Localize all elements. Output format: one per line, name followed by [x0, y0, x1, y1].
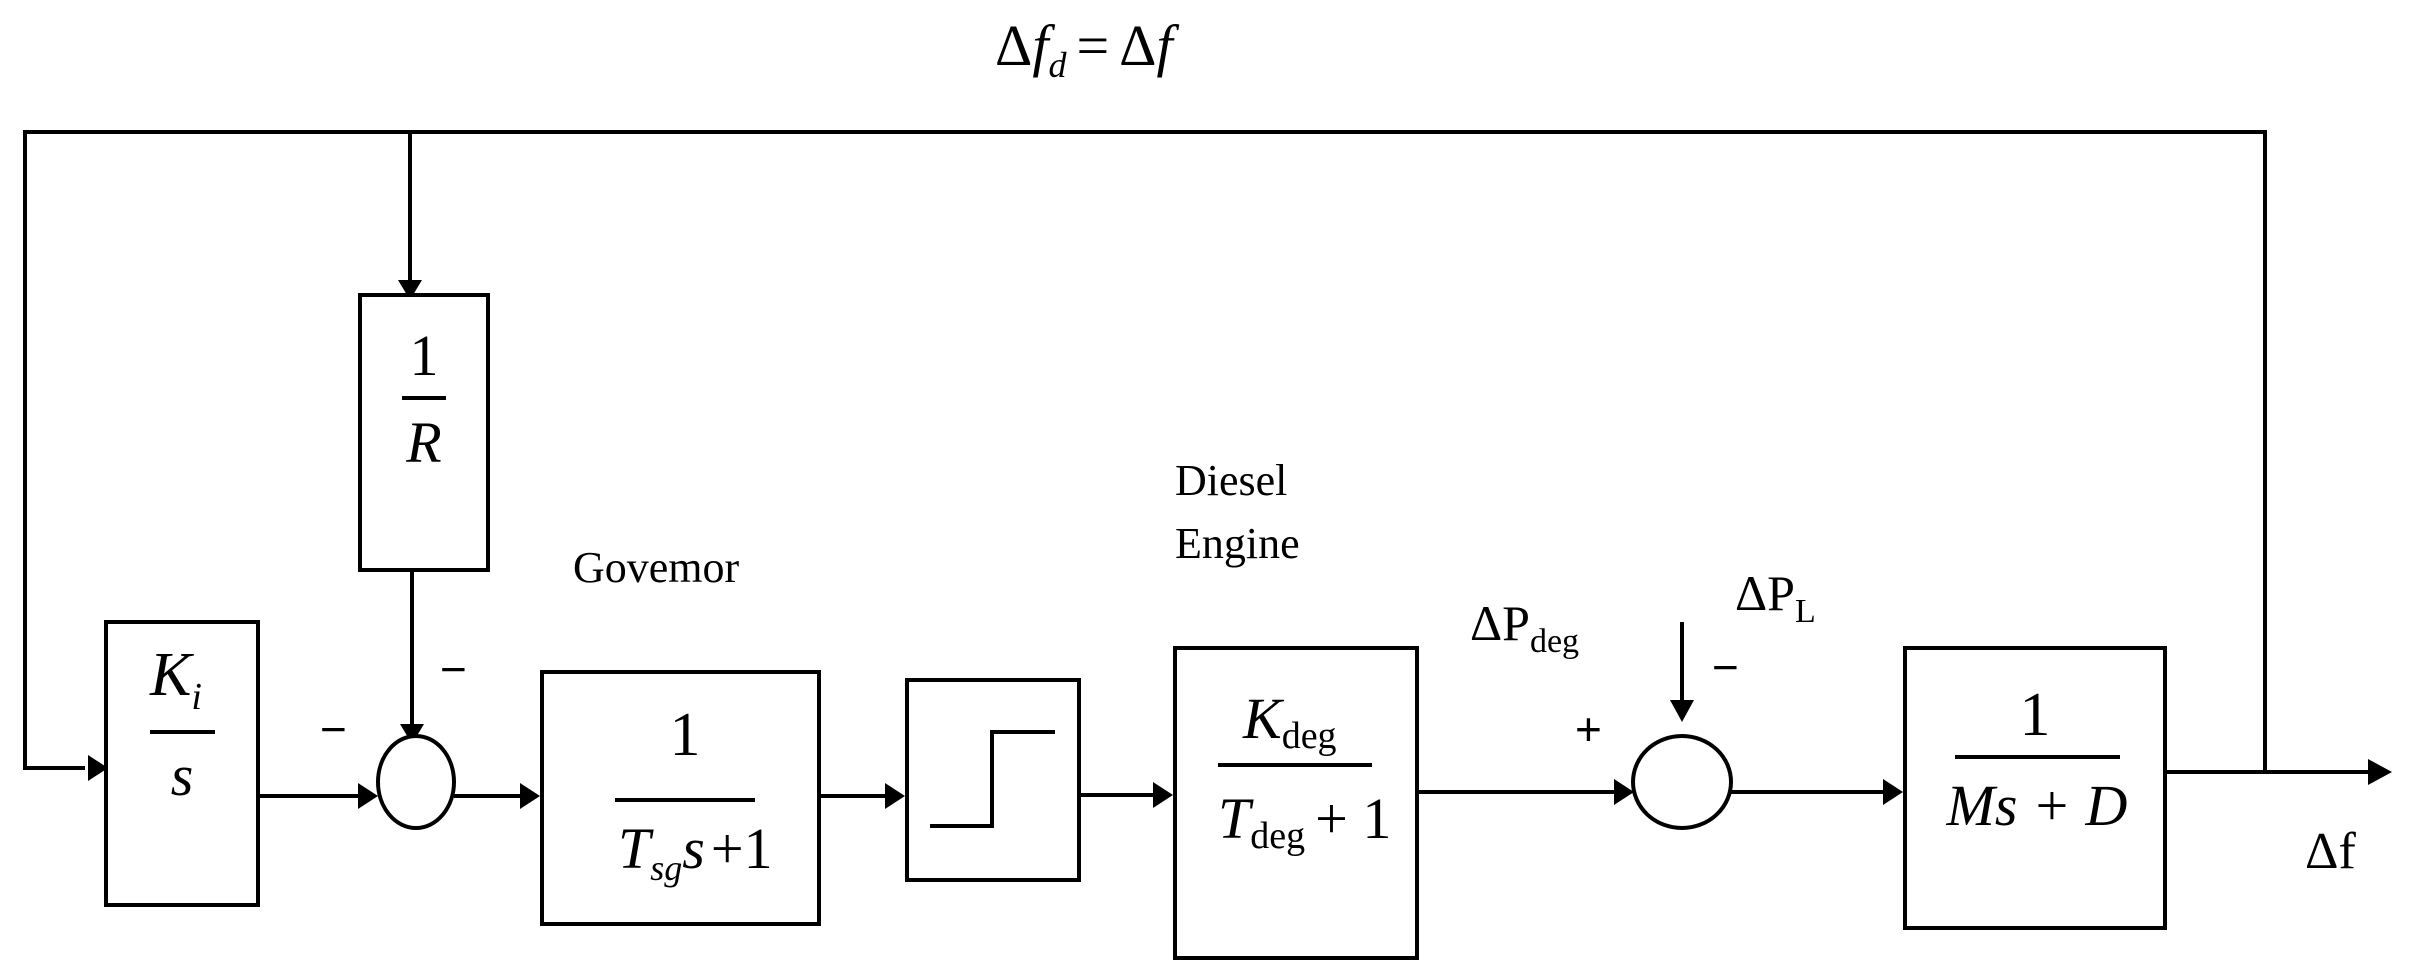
sum1-top-sign: −: [440, 643, 467, 695]
step-limiter-block: [905, 678, 1081, 882]
summing-junction-2: [1631, 734, 1733, 830]
feedback-equation: Δfd=Δf: [995, 13, 1179, 85]
sum1-left-sign: −: [320, 703, 347, 755]
svg-text:Ki: Ki: [149, 641, 202, 718]
delta-p-deg-label: ΔPdeg: [1470, 595, 1579, 660]
plant-block: 1 Ms + D: [1903, 646, 2167, 930]
svg-text:s: s: [171, 743, 194, 808]
summing-junction-1: [376, 734, 456, 830]
svg-text:1: 1: [410, 323, 439, 388]
integrator-block: Ki s: [104, 620, 260, 907]
svg-text:1: 1: [670, 701, 701, 769]
svg-text:R: R: [405, 410, 441, 475]
svg-text:1: 1: [2020, 681, 2051, 749]
governor-block: 1 Tsgs+1: [540, 670, 821, 926]
feedback-path: [23, 130, 2267, 781]
sum2-left-sign: +: [1575, 703, 1602, 755]
delta-f-output-label: Δf: [2305, 823, 2356, 880]
svg-text:Tsgs+1: Tsgs+1: [618, 816, 773, 888]
diesel-title-line1: Diesel: [1175, 456, 1287, 505]
sum2-top-sign: −: [1712, 641, 1739, 693]
diesel-title-line2: Engine: [1175, 519, 1300, 568]
step-nonlinearity-icon: [930, 730, 1055, 828]
governor-title: Govemor: [573, 543, 740, 592]
svg-text:Kdeg: Kdeg: [1242, 686, 1337, 757]
svg-text:Ms + D: Ms + D: [1946, 773, 2128, 838]
delta-p-load-label: ΔPL: [1735, 565, 1816, 630]
droop-block: 1 R: [358, 293, 490, 572]
diesel-engine-block: Kdeg Tdeg+ 1: [1173, 646, 1419, 960]
svg-text:Tdeg+ 1: Tdeg+ 1: [1218, 786, 1391, 857]
